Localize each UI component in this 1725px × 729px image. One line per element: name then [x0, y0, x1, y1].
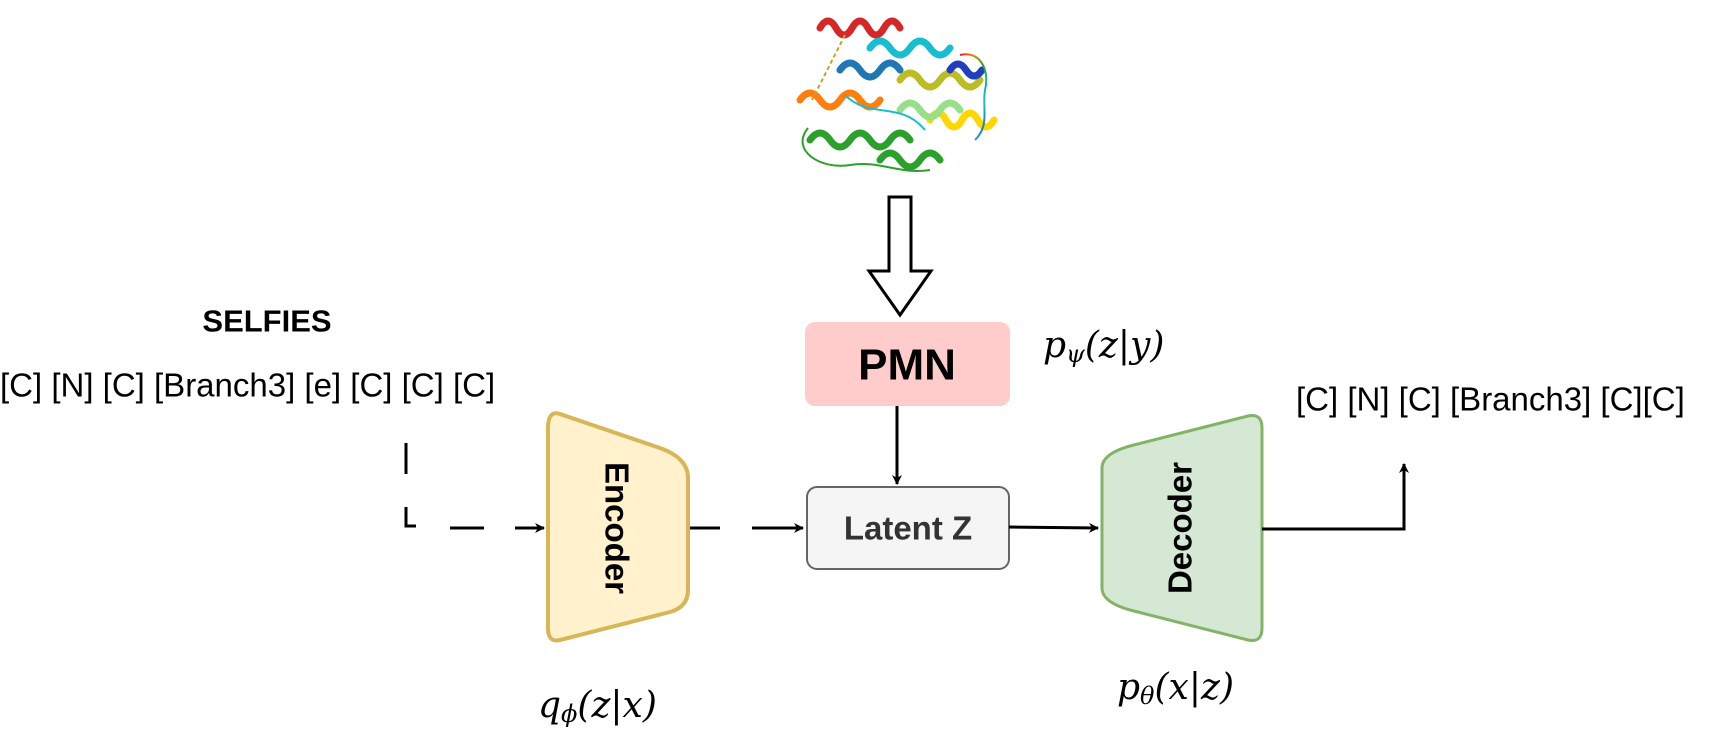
prior-equation: pψ(z|y)	[1043, 325, 1164, 369]
protein-structure-image	[796, 17, 998, 172]
latent-block: Latent Z	[806, 486, 1010, 570]
decoder-eq-head: p	[1117, 667, 1140, 708]
latent-label: Latent Z	[844, 510, 972, 547]
input-dashed-path	[404, 443, 545, 533]
decoder-eq-sub: θ	[1140, 682, 1155, 710]
input-sequence: [C] [N] [C] [Branch3] [e] [C] [C] [C]	[0, 367, 495, 404]
pmn-label: PMN	[858, 341, 956, 390]
hollow-down-arrow	[866, 195, 934, 318]
pmn-block: PMN	[805, 322, 1010, 406]
decoder-to-output-arrow	[1262, 463, 1409, 531]
encoder-eq-head: q	[538, 685, 561, 726]
encoder-eq-sub: ϕ	[561, 700, 577, 728]
decoder-eq-body: (x|z)	[1155, 667, 1235, 708]
selfies-title: SELFIES	[202, 304, 331, 339]
prior-eq-body: (z|y)	[1085, 325, 1165, 366]
pmn-box	[805, 322, 1010, 406]
decoder-block: Decoder	[1100, 414, 1264, 642]
encoder-block: Encoder	[546, 411, 690, 643]
encoder-label: Encoder	[599, 462, 636, 594]
prior-eq-sub: ψ	[1066, 340, 1086, 368]
output-sequence: [C] [N] [C] [Branch3] [C][C]	[1296, 381, 1685, 418]
latent-to-decoder-arrow	[1008, 522, 1099, 533]
decoder-equation: pθ(x|z)	[1117, 667, 1234, 711]
prior-eq-head: p	[1043, 325, 1066, 366]
decoder-shape	[1100, 414, 1264, 642]
encoder-equation: qϕ(z|x)	[538, 685, 657, 729]
decoder-label: Decoder	[1162, 462, 1199, 594]
encoder-eq-body: (z|x)	[577, 685, 657, 726]
encoder-shape	[546, 411, 690, 643]
